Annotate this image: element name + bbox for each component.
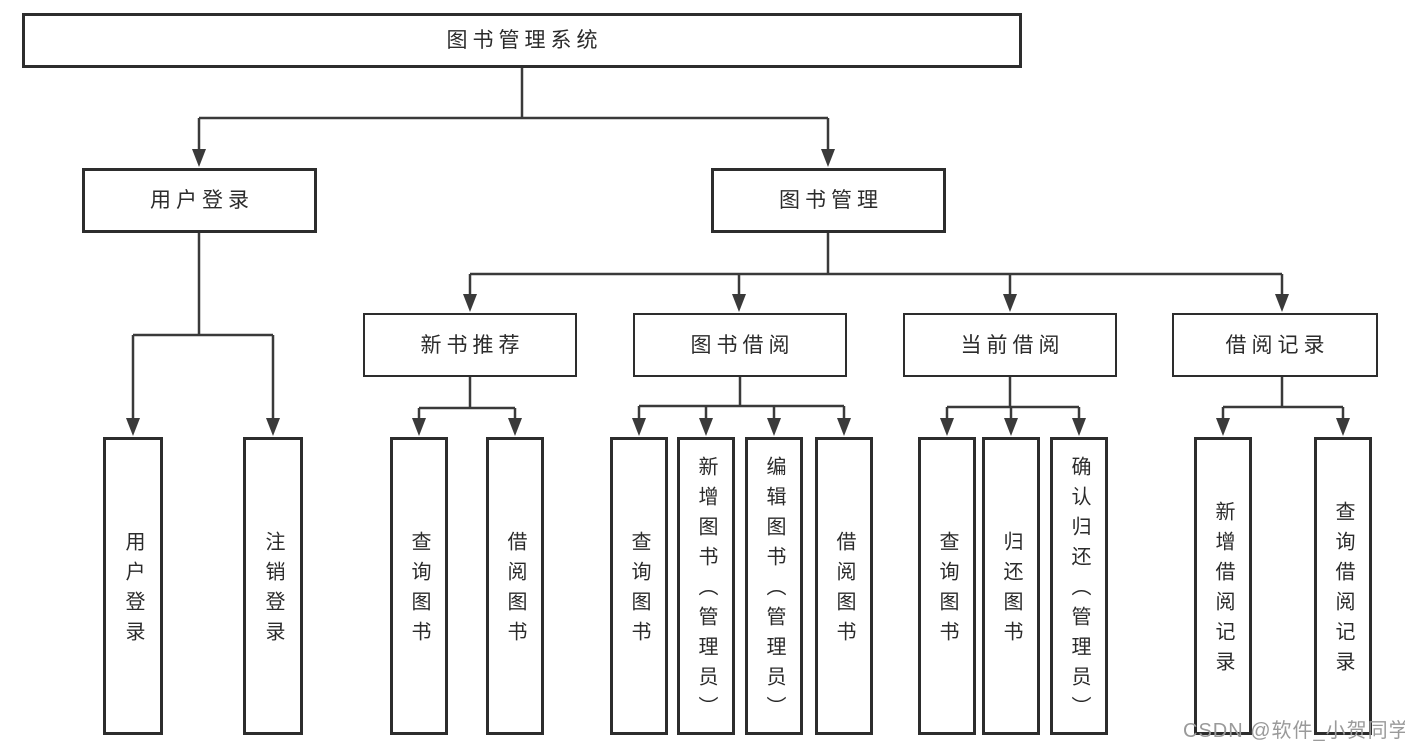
leaf-label: 确认归还（管理员） — [1068, 456, 1090, 726]
leaf-return-book: 归还图书 — [982, 437, 1040, 735]
leaf-query-book: 查询图书 — [390, 437, 448, 735]
leaf-query-borrow-record: 查询借阅记录 — [1314, 437, 1372, 735]
leaf-label: 查询借阅记录 — [1332, 501, 1354, 681]
node-label: 用户登录 — [150, 189, 254, 212]
node-label: 图书管理 — [779, 189, 883, 212]
leaf-borrow-book: 借阅图书 — [486, 437, 544, 735]
node-book-management: 图书管理 — [711, 168, 946, 233]
leaf-label: 注销登录 — [262, 531, 284, 651]
node-book-borrowing: 图书借阅 — [633, 313, 847, 377]
leaf-label: 查询图书 — [408, 531, 430, 651]
node-root-system: 图书管理系统 — [22, 13, 1022, 68]
node-current-borrowing: 当前借阅 — [903, 313, 1117, 377]
leaf-add-book-admin: 新增图书（管理员） — [677, 437, 735, 735]
leaf-label: 归还图书 — [1000, 531, 1022, 651]
leaf-borrow-book: 借阅图书 — [815, 437, 873, 735]
leaf-edit-book-admin: 编辑图书（管理员） — [745, 437, 803, 735]
node-label: 图书管理系统 — [446, 29, 603, 52]
leaf-query-book: 查询图书 — [918, 437, 976, 735]
leaf-add-borrow-record: 新增借阅记录 — [1194, 437, 1252, 735]
node-label: 新书推荐 — [420, 333, 525, 357]
csdn-watermark: CSDN @软件_小贺同学 — [1183, 720, 1405, 742]
node-label: 借阅记录 — [1225, 333, 1330, 357]
node-label: 图书借阅 — [690, 333, 795, 357]
node-borrow-records: 借阅记录 — [1172, 313, 1378, 377]
leaf-label: 查询图书 — [936, 531, 958, 651]
leaf-user-login: 用户登录 — [103, 437, 163, 735]
leaf-confirm-return-admin: 确认归还（管理员） — [1050, 437, 1108, 735]
leaf-label: 查询图书 — [628, 531, 650, 651]
leaf-logout-login: 注销登录 — [243, 437, 303, 735]
leaf-label: 新增图书（管理员） — [695, 456, 717, 726]
leaf-query-book: 查询图书 — [610, 437, 668, 735]
node-new-book-recommend: 新书推荐 — [363, 313, 577, 377]
leaf-label: 新增借阅记录 — [1212, 501, 1234, 681]
leaf-label: 用户登录 — [122, 531, 144, 651]
node-user-login: 用户登录 — [82, 168, 317, 233]
leaf-label: 借阅图书 — [504, 531, 526, 651]
node-label: 当前借阅 — [960, 333, 1065, 357]
arrowheads — [126, 149, 1350, 436]
leaf-label: 编辑图书（管理员） — [763, 456, 785, 726]
leaf-label: 借阅图书 — [833, 531, 855, 651]
